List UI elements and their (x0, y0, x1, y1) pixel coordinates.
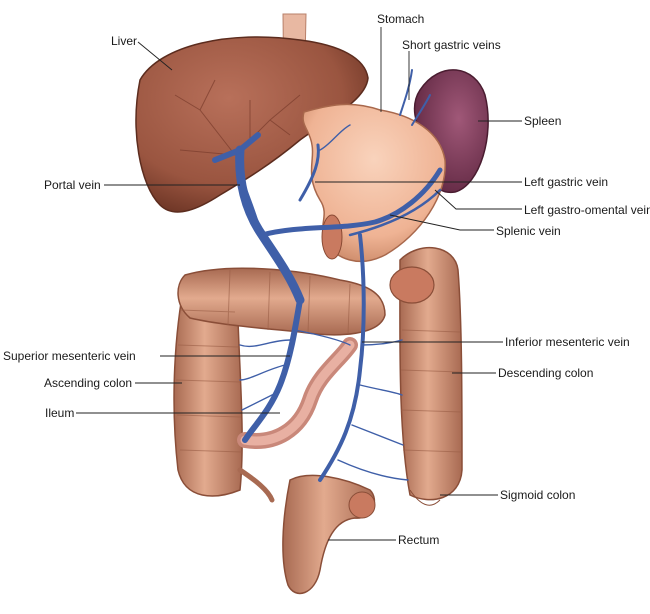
label-liver: Liver (111, 34, 138, 48)
inferior-mesenteric-vein (318, 233, 366, 482)
sigmoid-opening (348, 491, 376, 519)
label-stomach: Stomach (377, 12, 425, 26)
label-left-gastric-vein: Left gastric vein (524, 175, 609, 189)
liver-vessels (174, 79, 301, 156)
liver (135, 36, 369, 213)
leader-left-gastro-omental (434, 189, 522, 210)
label-left-gastro-omental-vein: Left gastro-omental vein (524, 203, 650, 217)
appendix (237, 467, 275, 503)
splenic-vein (259, 167, 443, 238)
venous-system (212, 69, 443, 482)
label-rectum: Rectum (398, 533, 440, 547)
sigmoid-colon (409, 489, 441, 506)
pylorus (321, 214, 343, 260)
haustra (175, 269, 463, 453)
ileum-highlight (240, 340, 355, 446)
label-splenic-vein: Splenic vein (496, 224, 561, 238)
label-inferior-mesenteric-vein: Inferior mesenteric vein (505, 335, 630, 349)
label-short-gastric-veins: Short gastric veins (402, 38, 501, 52)
label-sigmoid-colon: Sigmoid colon (500, 488, 576, 502)
splenic-flexure (389, 266, 435, 304)
label-superior-mesenteric-vein: Superior mesenteric vein (3, 349, 136, 363)
superior-mesenteric-vein (242, 297, 303, 443)
portal-branch-right (212, 147, 243, 163)
short-gastric-veins (399, 69, 431, 126)
leader-liver (137, 41, 173, 71)
label-ileum: Ileum (45, 406, 75, 420)
mesenteric-branches (239, 124, 409, 481)
label-descending-colon: Descending colon (498, 366, 594, 380)
label-spleen: Spleen (524, 114, 562, 128)
leader-splenic (389, 214, 494, 231)
label-ascending-colon: Ascending colon (44, 376, 133, 390)
portal-branch-left (237, 132, 261, 153)
left-gastro-omental-vein (348, 188, 442, 237)
left-gastric-vein (298, 143, 320, 202)
descending-colon (399, 246, 463, 501)
leader-lines (76, 27, 522, 541)
label-portal-vein: Portal vein (44, 178, 101, 192)
